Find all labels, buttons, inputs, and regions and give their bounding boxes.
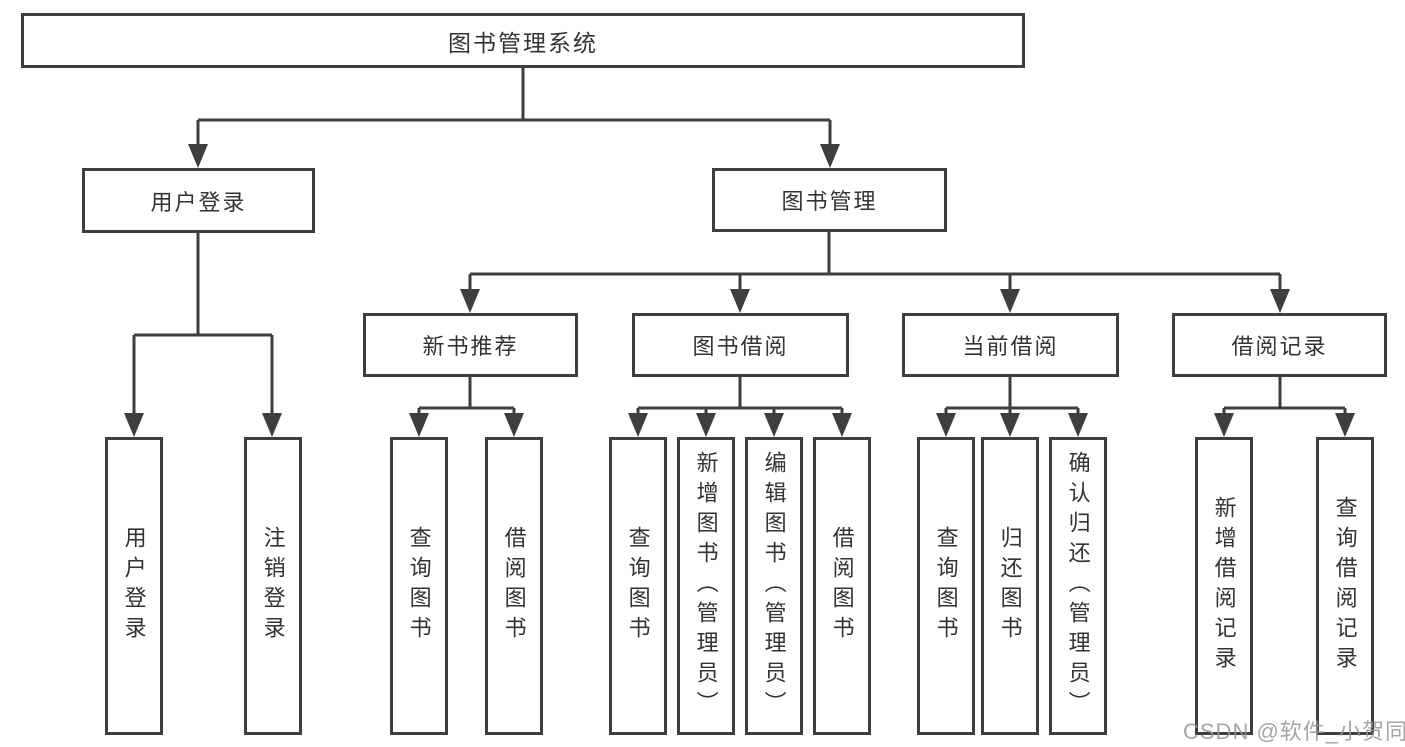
node-user-login-label: 用户登录 [150, 189, 247, 215]
arrow-down-icon [1270, 289, 1290, 313]
arrow-down-icon [409, 413, 429, 437]
leaf-add-books-admin: 新增图书（管理员） [677, 437, 735, 735]
leaf-return-books-label: 归还图书 [997, 526, 1023, 646]
leaf-query-borrow-record: 查询借阅记录 [1316, 437, 1374, 735]
node-book-management-label: 图书管理 [781, 189, 878, 214]
node-user-login: 用户登录 [82, 168, 315, 233]
arrow-down-icon [820, 144, 840, 168]
node-new-book-recommend: 新书推荐 [363, 313, 578, 377]
node-current-borrow-label: 当前借阅 [962, 334, 1059, 359]
arrow-down-icon [1068, 413, 1088, 437]
arrow-down-icon [696, 413, 716, 437]
arrow-down-icon [764, 413, 784, 437]
leaf-edit-books-admin-label: 编辑图书（管理员） [761, 451, 787, 721]
leaf-user-login-label: 用户登录 [121, 526, 147, 646]
node-book-borrow-label: 图书借阅 [692, 334, 789, 359]
arrow-down-icon [1214, 413, 1234, 437]
arrow-down-icon [124, 413, 144, 437]
leaf-borrow-query-books-label: 查询图书 [625, 526, 651, 646]
node-book-management: 图书管理 [712, 168, 947, 232]
arrow-down-icon [1335, 413, 1355, 437]
leaf-recommend-borrow-books: 借阅图书 [485, 437, 543, 735]
leaf-query-borrow-record-label: 查询借阅记录 [1332, 496, 1358, 676]
arrow-down-icon [832, 413, 852, 437]
arrow-down-icon [262, 413, 282, 437]
arrow-down-icon [460, 289, 480, 313]
leaf-confirm-return-admin: 确认归还（管理员） [1049, 437, 1107, 735]
leaf-recommend-borrow-books-label: 借阅图书 [501, 526, 527, 646]
leaf-user-login: 用户登录 [105, 437, 163, 735]
node-book-borrow: 图书借阅 [632, 313, 849, 377]
leaf-current-query-books-label: 查询图书 [933, 526, 959, 646]
node-borrow-records: 借阅记录 [1172, 313, 1387, 377]
leaf-confirm-return-admin-label: 确认归还（管理员） [1065, 451, 1091, 721]
watermark: CSDN @软件_小贺同学 [1183, 719, 1405, 744]
leaf-borrow-books: 借阅图书 [813, 437, 871, 735]
arrow-down-icon [730, 289, 750, 313]
leaf-add-borrow-record-label: 新增借阅记录 [1211, 496, 1237, 676]
arrow-down-icon [504, 413, 524, 437]
leaf-recommend-query-books-label: 查询图书 [406, 526, 432, 646]
leaf-add-borrow-record: 新增借阅记录 [1195, 437, 1253, 735]
node-root-label: 图书管理系统 [448, 29, 598, 56]
leaf-logout-label: 注销登录 [260, 526, 286, 646]
leaf-edit-books-admin: 编辑图书（管理员） [745, 437, 803, 735]
node-borrow-records-label: 借阅记录 [1231, 334, 1328, 359]
node-new-book-recommend-label: 新书推荐 [422, 334, 519, 359]
arrow-down-icon [1000, 289, 1020, 313]
arrow-down-icon [1000, 413, 1020, 437]
leaf-borrow-query-books: 查询图书 [609, 437, 667, 735]
leaf-add-books-admin-label: 新增图书（管理员） [693, 451, 719, 721]
node-root: 图书管理系统 [21, 13, 1025, 68]
leaf-return-books: 归还图书 [981, 437, 1039, 735]
leaf-current-query-books: 查询图书 [917, 437, 975, 735]
node-current-borrow: 当前借阅 [902, 313, 1119, 377]
leaf-borrow-books-label: 借阅图书 [829, 526, 855, 646]
arrow-down-icon [628, 413, 648, 437]
leaf-recommend-query-books: 查询图书 [390, 437, 448, 735]
arrow-down-icon [936, 413, 956, 437]
arrow-down-icon [188, 144, 208, 168]
leaf-logout: 注销登录 [244, 437, 302, 735]
